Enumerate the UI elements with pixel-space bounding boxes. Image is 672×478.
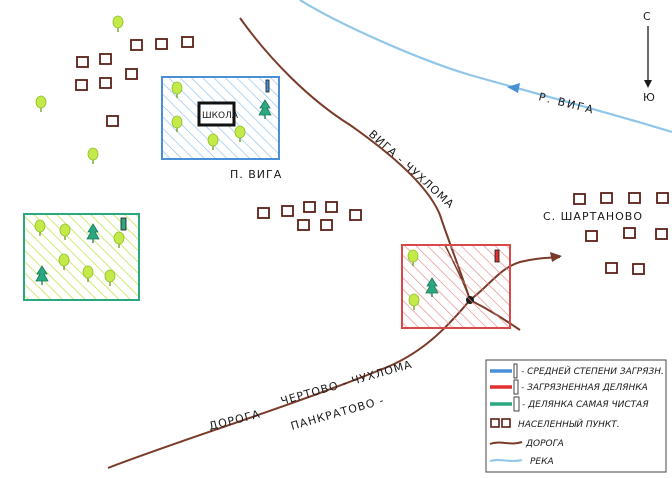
legend-item-road: ДОРОГА bbox=[489, 439, 564, 449]
plot-cleanest bbox=[23, 213, 140, 301]
settlement-label-shartanovo: С. ШАРТАНОВО bbox=[543, 210, 643, 223]
river-flow-arrow bbox=[507, 83, 520, 93]
plot-medium-polluted: ШКОЛА bbox=[161, 76, 280, 160]
plot-blue-marker bbox=[265, 79, 270, 93]
road-chertovo-chukhloma bbox=[107, 299, 471, 469]
legend-item-river: РЕКА bbox=[489, 457, 554, 467]
legend-label-medium: - СРЕДНЕЙ СТЕПЕНИ ЗАГРЯЗН. bbox=[521, 365, 664, 377]
legend-label-river: РЕКА bbox=[530, 457, 554, 467]
legend-label-road: ДОРОГА bbox=[525, 439, 564, 449]
compass-north: С bbox=[643, 10, 652, 23]
plot-green-marker bbox=[120, 217, 127, 231]
legend-item-clean: - ДЕЛЯНКА САМАЯ ЧИСТАЯ bbox=[490, 396, 649, 412]
settlement-houses-middle bbox=[257, 201, 362, 231]
school-label: ШКОЛА bbox=[202, 111, 239, 121]
map-legend: - СРЕДНЕЙ СТЕПЕНИ ЗАГРЯЗН. - ЗАГРЯЗНЕННА… bbox=[485, 359, 667, 473]
road-label-viga-chukhloma: ВИГА - ЧУХЛОМА bbox=[366, 128, 457, 212]
legend-item-settlement: НАСЕЛЕННЫЙ ПУНКТ. bbox=[490, 418, 620, 430]
legend-label-clean: - ДЕЛЯНКА САМАЯ ЧИСТАЯ bbox=[522, 400, 649, 410]
road-label-chertovo: ЧЕРТОВО - ЧУХЛОМА bbox=[279, 358, 414, 408]
river-label: Р. ВИГА bbox=[537, 90, 596, 117]
legend-label-settlement: НАСЕЛЕННЫЙ ПУНКТ. bbox=[518, 418, 620, 430]
settlement-label-viga: П. ВИГА bbox=[230, 168, 282, 181]
river-viga bbox=[299, 0, 672, 134]
legend-item-medium: - СРЕДНЕЙ СТЕПЕНИ ЗАГРЯЗН. bbox=[490, 363, 664, 379]
plot-red-marker bbox=[494, 249, 500, 263]
school-building bbox=[197, 101, 236, 127]
settlement-houses-shartanovo bbox=[573, 192, 669, 275]
road-arrow bbox=[550, 252, 562, 262]
compass-south: Ю bbox=[643, 91, 656, 104]
road-label-prefix: ДОРОГА bbox=[208, 408, 262, 433]
legend-item-polluted: - ЗАГРЯЗНЕННАЯ ДЕЛЯНКА bbox=[490, 379, 648, 395]
compass: С Ю bbox=[643, 10, 656, 104]
plot-polluted bbox=[401, 244, 511, 329]
legend-label-polluted: - ЗАГРЯЗНЕННАЯ ДЕЛЯНКА bbox=[521, 383, 648, 393]
